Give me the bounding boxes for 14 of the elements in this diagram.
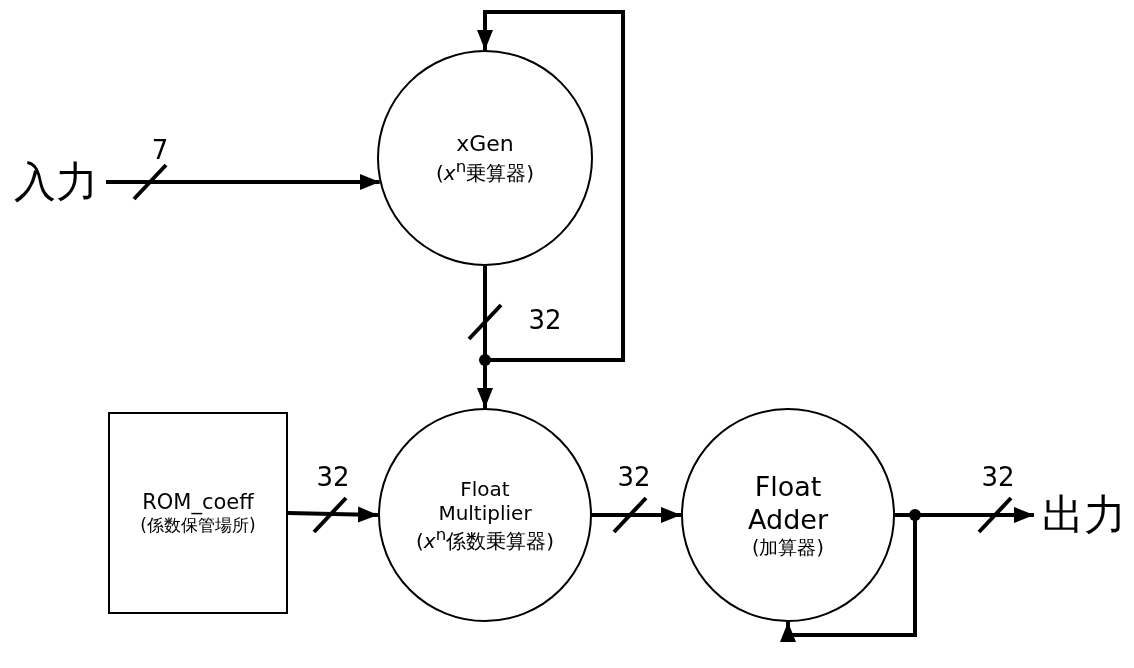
block-name: Float Adder	[747, 471, 829, 536]
signal-label: 出力	[1034, 487, 1134, 543]
signal-label: 入力	[6, 154, 106, 210]
block-description: (係数保管場所)	[140, 515, 256, 536]
arrow	[592, 507, 681, 523]
arrow	[477, 10, 625, 362]
memory-box	[108, 412, 288, 614]
block-description: (加算器)	[752, 536, 824, 559]
block-description: (x$^{n}$係数乗算器)	[416, 525, 554, 553]
block-description: (x$^{n}$乗算器)	[436, 157, 534, 185]
arrow	[106, 174, 380, 190]
block-name: xGen	[456, 130, 514, 158]
arrow	[287, 506, 379, 523]
block-name: ROM_coeff	[142, 490, 254, 516]
